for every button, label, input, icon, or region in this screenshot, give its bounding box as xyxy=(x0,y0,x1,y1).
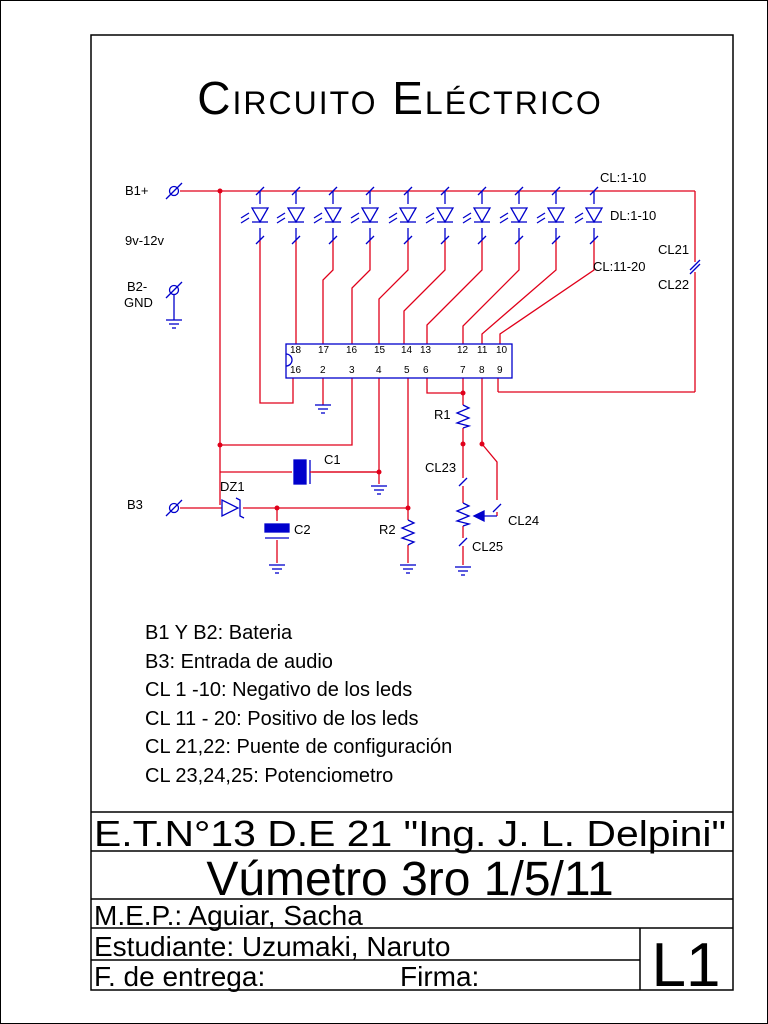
ic-pins-bottom: 16 2 3 4 5 6 7 8 9 xyxy=(290,365,503,376)
label-dl-1-10: DL:1-10 xyxy=(610,208,656,223)
led-icon xyxy=(536,207,566,224)
led-icon xyxy=(276,207,306,224)
b2-terminal-icon xyxy=(165,281,183,329)
legend-line: CL 11 - 20: Positivo de los leds xyxy=(145,708,418,730)
ic-pin-label: 4 xyxy=(376,365,382,376)
label-cl24: CL24 xyxy=(508,513,539,528)
led-icon xyxy=(313,207,343,224)
ground-icon xyxy=(455,566,471,576)
led-icon xyxy=(425,207,455,224)
label-b2: B2- xyxy=(127,279,147,294)
teacher-name: M.E.P.: Aguiar, Sacha xyxy=(94,900,363,931)
title-block xyxy=(91,811,733,990)
ground-icon xyxy=(400,564,416,574)
label-b3: B3 xyxy=(127,497,143,512)
component-labels: B1+ 9v-12v B2- GND B3 DZ1 C1 C2 R1 R2 CL… xyxy=(124,170,689,554)
label-gnd: GND xyxy=(124,295,153,310)
wires xyxy=(180,190,696,565)
pot-wiper-icon xyxy=(472,509,497,523)
led-link-marks xyxy=(255,186,599,245)
title-block-text: E.T.N°13 D.E 21 "Ing. J. L. Delpini" Vúm… xyxy=(94,813,726,1000)
ic-pin-label: 15 xyxy=(374,345,386,356)
b1-terminal-icon xyxy=(165,182,183,200)
b3-terminal-icon xyxy=(165,499,183,517)
label-c1: C1 xyxy=(324,452,341,467)
dz1-zener-icon xyxy=(221,497,245,519)
ic-pin-label: 7 xyxy=(460,365,466,376)
legend-line: B3: Entrada de audio xyxy=(145,651,333,673)
ic-pin-label: 18 xyxy=(290,345,302,356)
label-r1: R1 xyxy=(434,407,451,422)
ic-pin-label: 12 xyxy=(457,345,469,356)
label-b1: B1+ xyxy=(125,183,149,198)
label-cl22: CL22 xyxy=(658,277,689,292)
junctions xyxy=(217,188,485,511)
c2-capacitor-icon xyxy=(264,523,290,539)
components xyxy=(165,182,701,576)
c1-capacitor-icon xyxy=(293,459,379,485)
label-dz1: DZ1 xyxy=(220,479,245,494)
led-icon xyxy=(499,207,529,224)
legend-line: CL 21,22: Puente de configuración xyxy=(145,736,452,758)
ic-chip xyxy=(285,343,513,379)
ic-pin-label: 6 xyxy=(423,365,429,376)
r2-resistor-icon xyxy=(400,519,416,546)
student-name: Estudiante: Uzumaki, Naruto xyxy=(94,931,450,962)
led-array xyxy=(240,207,604,224)
label-r2: R2 xyxy=(379,522,396,537)
ic-pin-label: 5 xyxy=(404,365,410,376)
ic-pin-label: 11 xyxy=(477,345,488,356)
label-cl-11-20: CL:11-20 xyxy=(593,259,646,274)
ic-pin-label: 8 xyxy=(479,365,485,376)
pot-resistor-icon xyxy=(454,502,472,527)
ground-icon xyxy=(371,485,387,495)
led-icon xyxy=(388,207,418,224)
led-icon xyxy=(350,207,380,224)
ic-pin-label: 3 xyxy=(349,365,355,376)
legend: B1 Y B2: Bateria B3: Entrada de audio CL… xyxy=(145,622,452,787)
label-cl23: CL23 xyxy=(425,460,456,475)
sheet-number: L1 xyxy=(652,931,721,1000)
drawing-frame xyxy=(90,34,734,991)
ground-icon xyxy=(269,564,285,574)
led-icon xyxy=(574,207,604,224)
ic-pin-label: 16 xyxy=(346,345,358,356)
legend-line: B1 Y B2: Bateria xyxy=(145,622,293,644)
legend-line: CL 1 -10: Negativo de los leds xyxy=(145,679,412,701)
label-voltage: 9v-12v xyxy=(125,233,165,248)
label-cl25: CL25 xyxy=(472,539,503,554)
project-name: Vúmetro 3ro 1/5/11 xyxy=(206,853,613,906)
ic-pin-label: 2 xyxy=(320,365,326,376)
signature-label: Firma: xyxy=(400,961,479,992)
r1-resistor-icon xyxy=(454,404,472,429)
ic-pin-label: 13 xyxy=(420,345,432,356)
legend-line: CL 23,24,25: Potenciometro xyxy=(145,765,393,787)
delivery-date-label: F. de entrega: xyxy=(94,961,265,992)
led-icon xyxy=(240,207,270,224)
label-c2: C2 xyxy=(294,522,311,537)
ground-icon xyxy=(315,404,331,414)
ic-pin-label: 10 xyxy=(496,345,508,356)
ic-pin-label: 17 xyxy=(318,345,330,356)
ic-pins-top: 18 17 16 15 14 13 12 11 10 xyxy=(290,345,508,356)
school-name: E.T.N°13 D.E 21 "Ing. J. L. Delpini" xyxy=(94,813,726,854)
bridge-cl21-icon xyxy=(689,259,701,275)
led-icon xyxy=(462,207,492,224)
label-cl-1-10: CL:1-10 xyxy=(600,170,646,185)
drawing-title: Circuito Eléctrico xyxy=(197,72,602,124)
ic-pin-label: 16 xyxy=(290,365,302,376)
label-cl21: CL21 xyxy=(658,242,689,257)
ic-pin-label: 9 xyxy=(497,365,503,376)
ic-pin-label: 14 xyxy=(401,345,413,356)
